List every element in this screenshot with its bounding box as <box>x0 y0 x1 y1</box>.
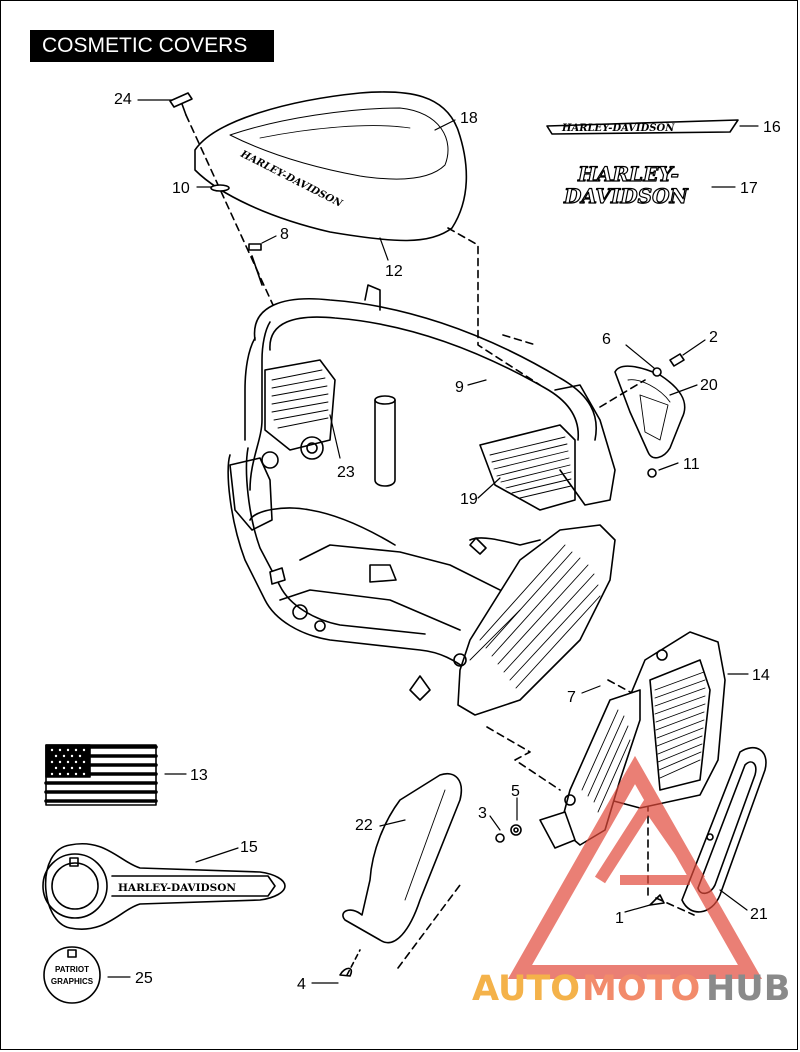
medallion-emblem-15: HARLEY-DAVIDSON <box>42 842 286 930</box>
patriot-line-2: GRAPHICS <box>51 977 94 986</box>
callout-5: 5 <box>511 783 520 800</box>
flag-decal-13 <box>44 744 158 806</box>
radiator-bracket <box>539 689 641 849</box>
callout-2: 2 <box>709 329 718 346</box>
callout-10: 10 <box>172 180 190 197</box>
large-logo-emblem-17: HARLEY- DAVIDSON <box>562 161 689 208</box>
callout-19: 19 <box>460 491 478 508</box>
script-logo-emblem-16: HARLEY-DAVIDSON <box>546 119 739 135</box>
trim-21 <box>681 746 767 913</box>
callout-16: 16 <box>763 119 781 136</box>
callout-20: 20 <box>700 377 718 394</box>
callout-15: 15 <box>240 839 258 856</box>
callout-6: 6 <box>602 331 611 348</box>
automotohub-wordmark: AUTO MOTO HUB <box>472 969 790 1009</box>
callout-18: 18 <box>460 110 478 127</box>
callout-labels: 1 2 3 4 5 6 7 8 9 10 11 12 13 14 15 16 1… <box>114 91 781 993</box>
callout-24: 24 <box>114 91 132 108</box>
page-title: COSMETIC COVERS <box>30 30 274 62</box>
washer-10 <box>210 184 230 192</box>
callout-9: 9 <box>455 379 464 396</box>
callout-4: 4 <box>297 976 306 993</box>
medallion-logo-text: HARLEY-DAVIDSON <box>118 882 236 894</box>
callout-13: 13 <box>190 767 208 784</box>
bolt-24 <box>169 92 193 116</box>
callout-7: 7 <box>567 689 576 706</box>
nut-8 <box>248 243 262 251</box>
fuel-tank-cover: HARLEY-DAVIDSON <box>194 91 468 242</box>
large-logo-line-2: DAVIDSON <box>563 184 688 208</box>
side-cover-20 <box>614 365 686 459</box>
callout-11: 11 <box>683 456 700 473</box>
callout-1: 1 <box>615 910 624 927</box>
patriot-graphics-badge-25: PATRIOT GRAPHICS <box>43 946 101 1004</box>
callout-14: 14 <box>752 667 770 684</box>
callout-17: 17 <box>740 180 758 197</box>
callout-22: 22 <box>355 817 373 834</box>
automotohub-watermark <box>507 755 763 979</box>
callout-25: 25 <box>135 970 153 987</box>
watermark-auto: AUTO <box>472 969 580 1009</box>
lower-cover-22 <box>342 773 462 944</box>
callout-8: 8 <box>280 226 289 243</box>
motorcycle-frame <box>227 284 616 716</box>
callout-leaders <box>107 99 759 984</box>
script-logo-text: HARLEY-DAVIDSON <box>561 123 675 134</box>
watermark-hub: HUB <box>706 969 790 1009</box>
callout-23: 23 <box>337 464 355 481</box>
callout-12: 12 <box>385 263 403 280</box>
patriot-line-1: PATRIOT <box>55 965 89 974</box>
callout-3: 3 <box>478 805 487 822</box>
watermark-moto: MOTO <box>582 969 700 1009</box>
large-logo-line-1: HARLEY- <box>577 162 679 186</box>
callout-21: 21 <box>750 906 768 923</box>
